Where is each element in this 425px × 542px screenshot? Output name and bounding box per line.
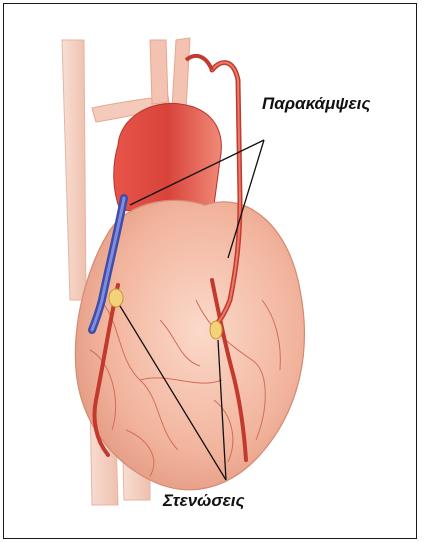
aorta: [114, 103, 222, 210]
stenosis-marker-left: [210, 321, 222, 339]
stenosis-label: Στενώσεις: [163, 491, 245, 511]
bypass-label: Παρακάμψεις: [262, 94, 370, 114]
stenosis-marker-right: [109, 289, 123, 307]
heart: [75, 200, 304, 489]
